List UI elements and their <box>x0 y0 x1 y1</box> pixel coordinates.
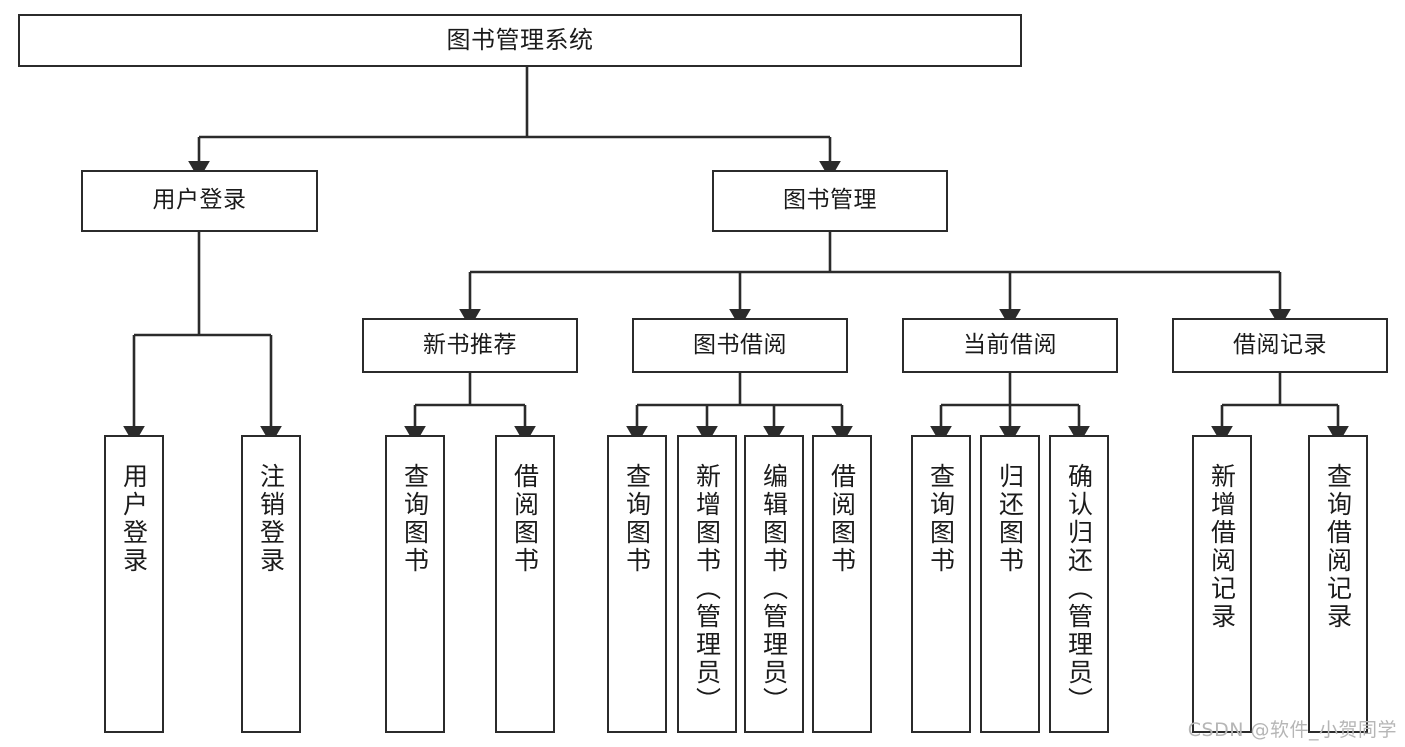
node-label: 查询图书 <box>622 463 652 575</box>
node-leaf-confirm-return-admin[interactable]: 确认归还（管理员） <box>1049 435 1109 733</box>
node-leaf-borrow-book-new[interactable]: 借阅图书 <box>495 435 555 733</box>
node-label: 当前借阅 <box>963 331 1057 358</box>
node-label: 借阅记录 <box>1233 331 1327 358</box>
node-label: 查询图书 <box>926 463 956 575</box>
node-book-borrow[interactable]: 图书借阅 <box>632 318 848 373</box>
node-label: 图书管理系统 <box>446 26 594 55</box>
node-label: 用户登录 <box>119 463 149 575</box>
node-leaf-user-login[interactable]: 用户登录 <box>104 435 164 733</box>
node-label: 查询图书 <box>400 463 430 575</box>
node-new-book-recommend[interactable]: 新书推荐 <box>362 318 578 373</box>
node-label: 查询借阅记录 <box>1323 463 1353 631</box>
node-label: 归还图书 <box>995 463 1025 575</box>
node-label: 借阅图书 <box>510 463 540 575</box>
node-user-login[interactable]: 用户登录 <box>81 170 318 232</box>
node-borrow-record[interactable]: 借阅记录 <box>1172 318 1388 373</box>
node-leaf-add-borrow-record[interactable]: 新增借阅记录 <box>1192 435 1252 733</box>
node-label: 编辑图书（管理员） <box>759 463 789 715</box>
node-book-management[interactable]: 图书管理 <box>712 170 948 232</box>
node-label: 确认归还（管理员） <box>1064 463 1094 715</box>
node-leaf-query-book-current[interactable]: 查询图书 <box>911 435 971 733</box>
node-label: 新书推荐 <box>423 331 517 358</box>
node-label: 新增借阅记录 <box>1207 463 1237 631</box>
node-leaf-return-book[interactable]: 归还图书 <box>980 435 1040 733</box>
node-leaf-borrow-book[interactable]: 借阅图书 <box>812 435 872 733</box>
node-label: 图书借阅 <box>693 331 787 358</box>
node-root-system[interactable]: 图书管理系统 <box>18 14 1022 67</box>
node-label: 用户登录 <box>152 187 247 214</box>
node-current-borrow[interactable]: 当前借阅 <box>902 318 1118 373</box>
node-label: 新增图书（管理员） <box>692 463 722 715</box>
csdn-watermark: CSDN @软件_小贺同学 <box>1187 719 1397 741</box>
node-label: 图书管理 <box>783 187 877 214</box>
node-leaf-query-borrow-record[interactable]: 查询借阅记录 <box>1308 435 1368 733</box>
node-leaf-add-book-admin[interactable]: 新增图书（管理员） <box>677 435 737 733</box>
node-label: 借阅图书 <box>827 463 857 575</box>
node-leaf-query-book-borrow[interactable]: 查询图书 <box>607 435 667 733</box>
node-leaf-edit-book-admin[interactable]: 编辑图书（管理员） <box>744 435 804 733</box>
node-leaf-query-book-new[interactable]: 查询图书 <box>385 435 445 733</box>
node-label: 注销登录 <box>256 463 286 575</box>
node-leaf-logout[interactable]: 注销登录 <box>241 435 301 733</box>
